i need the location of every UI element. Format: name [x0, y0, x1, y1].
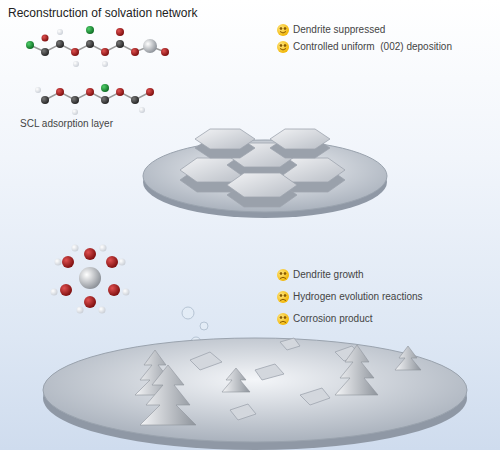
uniform-deposition [143, 129, 387, 218]
dendrite-deposition [43, 338, 467, 450]
benefit-note: Controlled uniform (002) deposition [293, 41, 498, 53]
layer-label: SCL adsorption layer [20, 118, 180, 130]
problem-note: Corrosion product [293, 313, 493, 325]
benefit-note: Dendrite suppressed [293, 24, 493, 36]
happy-face-icons [277, 24, 289, 53]
diagram-title: Reconstruction of solvation network [8, 6, 308, 20]
scl-molecules [30, 44, 165, 100]
problem-note: Hydrogen evolution reactions [293, 291, 493, 303]
solvated-zn-ion [51, 245, 130, 314]
scl-atoms [26, 26, 169, 115]
problem-note: Dendrite growth [293, 269, 493, 281]
sad-face-icons [277, 269, 289, 325]
